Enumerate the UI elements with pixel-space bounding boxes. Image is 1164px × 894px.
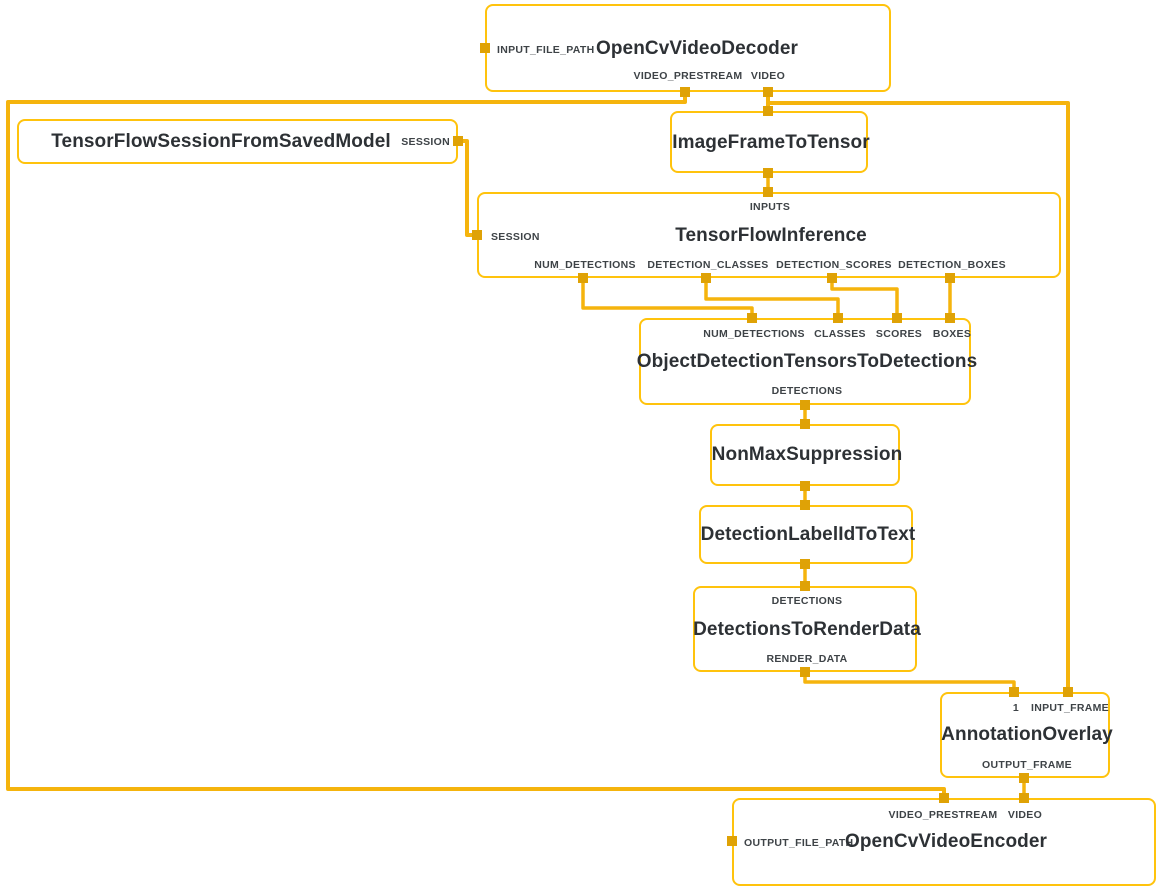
port-label-input-file-path: INPUT_FILE_PATH	[497, 44, 595, 56]
node-title-detection-label-id-to-text: DetectionLabelIdToText	[700, 524, 916, 545]
port-label-detections-in: DETECTIONS	[771, 595, 843, 607]
node-detection-label-id-to-text[interactable]: DetectionLabelIdToText	[699, 505, 916, 564]
port-label-boxes-in: BOXES	[932, 328, 972, 340]
node-title-opencv-video-decoder: OpenCvVideoDecoder	[595, 38, 799, 59]
node-tensorflow-session-from-saved-model[interactable]: TensorFlowSessionFromSavedModel SESSION	[17, 119, 458, 164]
edge-num-detections	[581, 278, 754, 318]
edge-detection-classes	[704, 278, 840, 318]
port-label-num-detections-in: NUM_DETECTIONS	[703, 328, 805, 340]
node-detections-to-render-data[interactable]: DETECTIONS DetectionsToRenderData RENDER…	[693, 586, 921, 672]
port-label-inputs-in: INPUTS	[749, 201, 791, 213]
port-label-video-out: VIDEO	[750, 70, 786, 82]
port-label-scores-in: SCORES	[875, 328, 923, 340]
node-title-non-max-suppression: NonMaxSuppression	[711, 444, 903, 465]
node-opencv-video-decoder[interactable]: INPUT_FILE_PATH OpenCvVideoDecoder VIDEO…	[485, 4, 891, 92]
port-label-classes-in: CLASSES	[814, 328, 866, 340]
node-object-detection-tensors-to-detections[interactable]: NUM_DETECTIONS CLASSES SCORES BOXES Obje…	[637, 318, 977, 405]
port-label-input-frame-in: INPUT_FRAME	[1031, 702, 1109, 714]
node-title-tensorflow-session-from-saved-model: TensorFlowSessionFromSavedModel	[51, 131, 391, 152]
node-image-frame-to-tensor[interactable]: ImageFrameToTensor	[670, 111, 870, 173]
edge-render-data-to-annotation-overlay	[803, 672, 1016, 692]
port-label-num-detections-out: NUM_DETECTIONS	[534, 259, 636, 271]
node-title-annotation-overlay: AnnotationOverlay	[941, 724, 1113, 745]
port-label-output-file-path: OUTPUT_FILE_PATH	[744, 837, 854, 849]
edge-detection-scores	[830, 278, 899, 318]
port-label-session-in: SESSION	[491, 231, 540, 243]
node-non-max-suppression[interactable]: NonMaxSuppression	[710, 424, 903, 486]
port-label-output-frame-out: OUTPUT_FRAME	[982, 759, 1072, 771]
port-label-session-out: SESSION	[401, 136, 450, 148]
edge-session-to-inference	[458, 139, 477, 237]
node-title-opencv-video-encoder: OpenCvVideoEncoder	[844, 831, 1048, 852]
port-label-detections-out: DETECTIONS	[771, 385, 843, 397]
node-annotation-overlay[interactable]: 1 INPUT_FRAME AnnotationOverlay OUTPUT_F…	[940, 692, 1113, 778]
node-title-object-detection-tensors-to-detections: ObjectDetectionTensorsToDetections	[636, 351, 978, 372]
node-title-image-frame-to-tensor: ImageFrameToTensor	[672, 132, 870, 153]
node-opencv-video-encoder[interactable]: VIDEO_PRESTREAM VIDEO OUTPUT_FILE_PATH O…	[732, 798, 1156, 886]
port-label-video-in: VIDEO	[1007, 809, 1043, 821]
node-title-tensorflow-inference: TensorFlowInference	[675, 225, 867, 246]
node-title-detections-to-render-data: DetectionsToRenderData	[693, 619, 921, 640]
port-label-detection-scores-out: DETECTION_SCORES	[776, 259, 892, 271]
port-label-detection-boxes-out: DETECTION_BOXES	[898, 259, 1006, 271]
port-label-video-prestream-out: VIDEO_PRESTREAM	[633, 70, 743, 82]
port-label-detection-classes-out: DETECTION_CLASSES	[647, 259, 769, 271]
port-label-render-data-out: RENDER_DATA	[766, 653, 848, 665]
port-label-1-in: 1	[1012, 702, 1020, 714]
port-label-video-prestream-in: VIDEO_PRESTREAM	[888, 809, 998, 821]
node-tensorflow-inference[interactable]: INPUTS SESSION TensorFlowInference NUM_D…	[477, 192, 1061, 278]
